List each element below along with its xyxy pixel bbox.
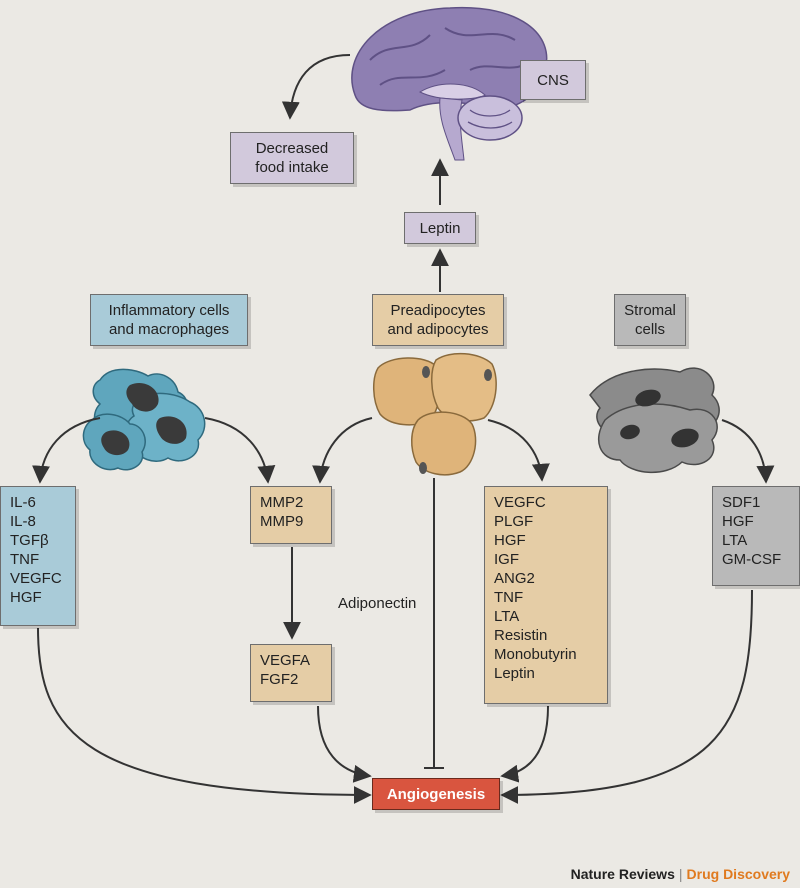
footer-section: Drug Discovery [686,866,790,882]
stromal-factors-box: SDF1 HGF LTA GM-CSF [712,486,800,586]
vegfa-box: VEGFA FGF2 [250,644,332,702]
adipocyte-factors-box: VEGFC PLGF HGF IGF ANG2 TNF LTA Resistin… [484,486,608,704]
angiogenesis-box: Angiogenesis [372,778,500,810]
arrow-brain-to-food [281,54,351,120]
arrow-macrophages-to-mmp [204,417,276,484]
inflammatory-cells-box: Inflammatory cells and macrophages [90,294,248,346]
factor-ang2: ANG2 [494,570,535,587]
inhibition-adiponectin-line [424,478,444,769]
factor-igf: IGF [494,551,519,568]
stromal-line-2: cells [634,321,665,338]
factor-il6: IL-6 [10,494,36,511]
factor-hgf: HGF [494,532,526,549]
stromal-cells-icon [589,367,720,474]
factor-monobutyrin: Monobutyrin [494,646,577,663]
arrow-adipocytes-to-mmp [312,417,373,484]
angiogenesis-label: Angiogenesis [386,785,486,803]
factor-lta: LTA [722,532,748,549]
arrow-factors-to-angiogenesis [500,705,549,783]
factor-tnf: TNF [10,551,40,568]
footer-journal: Nature Reviews [570,866,675,882]
adiponectin-label: Adiponectin [338,595,417,612]
preadipocytes-line-2: and adipocytes [387,321,489,338]
cns-box: CNS [520,60,586,100]
factor-plgf: PLGF [494,513,534,530]
factor-lta: LTA [494,608,520,625]
food-intake-box: Decreased food intake [230,132,354,184]
leptin-label: Leptin [419,219,461,237]
factor-mmp9: MMP9 [260,513,304,530]
leptin-box: Leptin [404,212,476,244]
adipocyte-cells-icon [373,352,497,476]
factor-vegfc: VEGFC [10,570,62,587]
arrow-macrophages-to-il [32,417,101,484]
arrow-stromal-factors-to-angiogenesis [500,589,753,804]
food-intake-line-2: food intake [255,159,329,176]
arrow-stromal-to-factors [721,419,775,484]
food-intake-line-1: Decreased [255,140,329,157]
brain-icon [351,6,548,161]
factor-hgf: HGF [722,513,754,530]
factor-vegfa: VEGFA [260,652,311,669]
inflammatory-line-2: and macrophages [108,321,230,338]
arrow-il-to-angiogenesis [37,627,372,804]
footer-credit: Nature Reviews|Drug Discovery [571,866,790,882]
stromal-line-1: Stromal [624,302,676,319]
preadipocytes-box: Preadipocytes and adipocytes [372,294,504,346]
factor-resistin: Resistin [494,627,548,644]
arrow-adipocytes-to-factors [487,419,550,482]
inflammatory-line-1: Inflammatory cells [108,302,230,319]
factor-leptin: Leptin [494,665,535,682]
footer-separator: | [678,866,683,882]
factor-hgf: HGF [10,589,42,606]
factor-sdf1: SDF1 [722,494,761,511]
factor-gm-csf: GM-CSF [722,551,782,568]
macrophage-cells-icon [82,368,206,471]
mmp-box: MMP2 MMP9 [250,486,332,544]
factor-tgfb: TGFβ [10,532,49,549]
factor-fgf2: FGF2 [260,671,299,688]
factor-tnf: TNF [494,589,524,606]
factor-mmp2: MMP2 [260,494,304,511]
factor-il8: IL-8 [10,513,36,530]
factor-vegfc: VEGFC [494,494,546,511]
stromal-cells-box: Stromal cells [614,294,686,346]
inflammatory-factors-box: IL-6 IL-8 TGFβ TNF VEGFC HGF [0,486,76,626]
arrow-vegfa-to-angiogenesis [317,705,372,783]
preadipocytes-line-1: Preadipocytes [390,302,486,319]
cns-label: CNS [537,71,569,89]
